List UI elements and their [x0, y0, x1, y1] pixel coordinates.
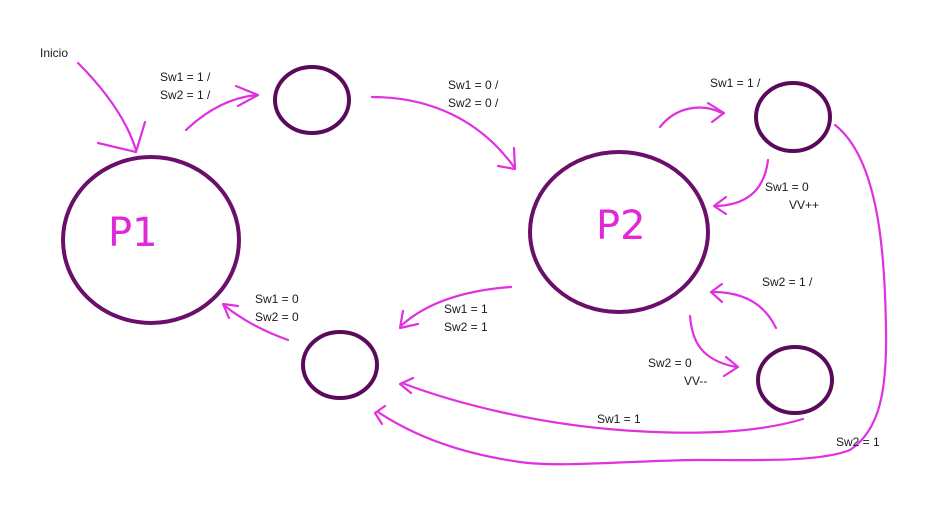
transition-label-line: Sw2 = 1 / — [160, 88, 211, 102]
state-right-bottom-circle — [756, 345, 834, 415]
arrow-top-to-p2-head — [496, 146, 517, 171]
transition-label-line: Sw1 = 0 — [765, 180, 809, 194]
state-right-top-circle — [754, 81, 832, 153]
transition-label-right-bottom-to-p2: Sw2 = 1 / — [762, 275, 813, 289]
state-p2-label: P2 — [596, 203, 646, 249]
arrow-bottom-to-p1 — [223, 304, 290, 342]
arrow-right-bottom-to-bottom — [400, 381, 805, 434]
transition-label-right-bottom-to-bottom: Sw1 = 1 — [597, 412, 641, 426]
arrow-p1-to-top-head — [234, 84, 260, 108]
transition-label-line: Sw1 = 0 — [255, 292, 299, 306]
transition-label-line: Sw1 = 1 / — [160, 70, 211, 84]
arrow-p2-to-bottom-head — [398, 309, 420, 330]
arrow-top-to-p2 — [370, 95, 516, 169]
transition-label-p1-to-top: Sw1 = 1 / Sw2 = 1 / — [160, 68, 210, 104]
arrow-right-bottom-to-p2-head — [709, 282, 724, 304]
state-bottom-circle — [301, 330, 379, 400]
arrow-right-bottom-to-p2 — [711, 290, 778, 330]
transition-label-p2-to-right-top: Sw1 = 1 / — [710, 76, 761, 90]
arrow-right-top-to-bottom — [376, 123, 888, 466]
transition-label-line: Sw2 = 0 — [255, 310, 299, 324]
transition-label-p2-to-right-bottom: Sw2 = 0 VV-- — [648, 354, 707, 390]
arrow-p2-to-bottom — [400, 285, 513, 327]
transition-label-right-top-to-p2: Sw1 = 0 VV++ — [765, 178, 819, 214]
transition-label-line: VV-- — [684, 374, 708, 388]
transition-label-right-top-to-bottom: Sw2 = 1 — [836, 435, 880, 449]
arrow-right-bottom-to-bottom-head — [398, 376, 415, 395]
state-p2-circle — [528, 150, 710, 314]
state-p1-label: P1 — [108, 210, 158, 256]
start-arrow-head — [96, 120, 147, 154]
transition-label-line: VV++ — [789, 198, 820, 212]
arrow-right-top-to-p2-head — [712, 195, 728, 216]
arrow-right-top-to-p2 — [714, 158, 770, 208]
transition-label-bottom-to-p1: Sw1 = 0 Sw2 = 0 — [255, 290, 299, 326]
arrow-p2-to-right-top — [658, 106, 724, 129]
transition-label-top-to-p2: Sw1 = 0 / Sw2 = 0 / — [448, 76, 498, 112]
transition-label-p2-to-bottom: Sw1 = 1 Sw2 = 1 — [444, 300, 488, 336]
transition-label-line: Sw2 = 0 / — [448, 96, 499, 110]
arrow-p2-to-right-bottom — [688, 314, 738, 369]
transition-label-line: Sw1 = 0 / — [448, 78, 499, 92]
start-label: Inicio — [40, 46, 69, 60]
arrow-bottom-to-p1-head — [221, 302, 240, 320]
state-top-circle — [273, 65, 351, 135]
arrow-p2-to-right-top-head — [706, 101, 726, 124]
transition-label-line: Sw2 = 1 — [444, 320, 488, 334]
arrow-right-top-to-bottom-head — [373, 404, 387, 426]
arrow-p2-to-right-bottom-head — [722, 355, 740, 378]
transition-label-line: Sw2 = 0 — [648, 356, 692, 370]
start-arrow — [76, 61, 138, 152]
state-p1-circle — [61, 155, 241, 325]
arrow-p1-to-top — [184, 93, 258, 132]
transition-label-line: Sw1 = 1 — [444, 302, 488, 316]
